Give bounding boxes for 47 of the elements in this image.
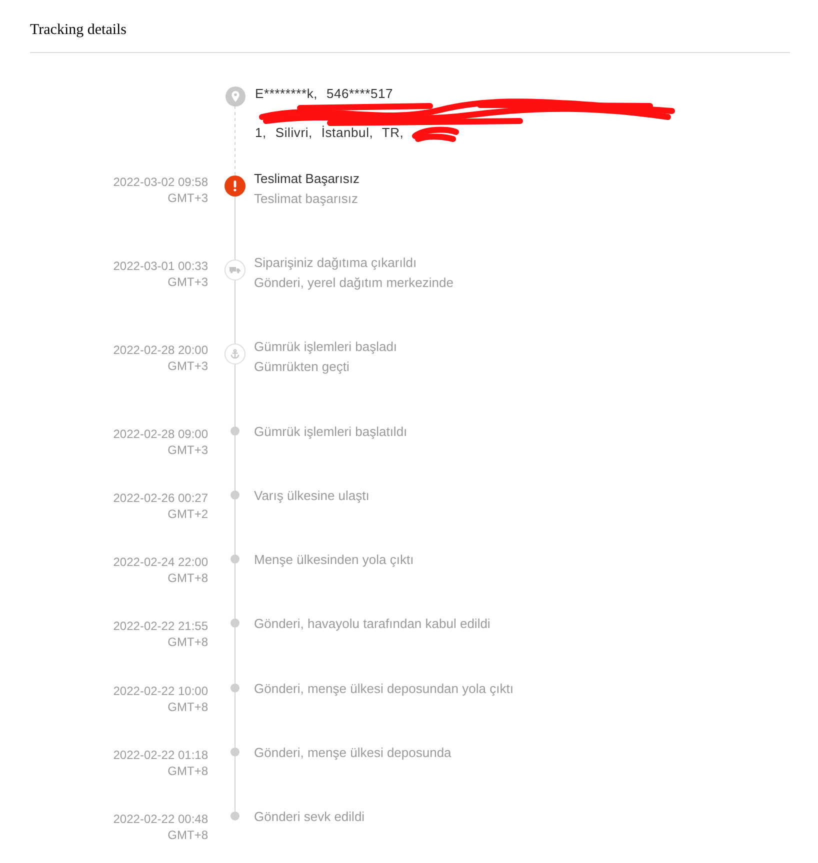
event-title: Gönderi, menşe ülkesi deposundan yola çıktı bbox=[254, 680, 514, 698]
event-title: Gönderi, menşe ülkesi deposunda bbox=[254, 744, 452, 762]
timestamp: 2022-02-22 00:48 GMT+8 bbox=[112, 811, 208, 843]
timestamp: 2022-02-28 20:00 GMT+3 bbox=[112, 342, 208, 374]
event-detail: Teslimat başarısız bbox=[254, 190, 358, 208]
dashed-timeline-line bbox=[234, 106, 236, 176]
timeline-dot bbox=[230, 747, 240, 757]
event-detail: Gümrükten geçti bbox=[254, 358, 350, 376]
timestamp: 2022-03-02 09:58 GMT+3 bbox=[112, 174, 208, 206]
timestamp: 2022-02-26 00:27 GMT+2 bbox=[112, 490, 208, 522]
address-text: 1, Silivri, İstanbul, TR, bbox=[255, 124, 404, 142]
timestamp: 2022-02-22 10:00 GMT+8 bbox=[112, 683, 208, 715]
timeline-dot bbox=[230, 811, 240, 821]
timeline-line bbox=[234, 692, 236, 748]
timeline-line bbox=[234, 364, 236, 427]
timeline-dot bbox=[230, 490, 240, 500]
event-title: Gümrük işlemleri başladı bbox=[254, 338, 398, 356]
timeline-line bbox=[234, 627, 236, 684]
event-title: Gönderi sevk edildi bbox=[254, 808, 365, 826]
event-title: Gönderi, havayolu tarafından kabul edildi bbox=[254, 615, 490, 633]
event-title: Teslimat Başarısız bbox=[254, 170, 360, 188]
timeline-dot bbox=[230, 683, 240, 693]
location-pin-icon bbox=[224, 86, 246, 106]
event-title: Siparişiniz dağıtıma çıkarıldı bbox=[254, 254, 417, 272]
timestamp: 2022-02-24 22:00 GMT+8 bbox=[112, 554, 208, 586]
section-title: Tracking details bbox=[30, 21, 127, 39]
timeline-line bbox=[234, 756, 236, 812]
timeline-line bbox=[234, 280, 236, 344]
timeline-line bbox=[234, 196, 236, 260]
event-title: Varış ülkesine ulaştı bbox=[254, 487, 370, 505]
timestamp: 2022-02-28 09:00 GMT+3 bbox=[112, 426, 208, 458]
timeline-line bbox=[234, 563, 236, 619]
anchor-icon bbox=[224, 343, 246, 365]
event-detail: Gönderi, yerel dağıtım merkezinde bbox=[254, 274, 454, 292]
timestamp: 2022-02-22 21:55 GMT+8 bbox=[112, 618, 208, 650]
timeline-dot bbox=[230, 426, 240, 436]
timeline-line bbox=[234, 435, 236, 491]
event-title: Gümrük işlemleri başlatıldı bbox=[254, 423, 408, 441]
timestamp: 2022-03-01 00:33 GMT+3 bbox=[112, 258, 208, 290]
event-title: Menşe ülkesinden yola çıktı bbox=[254, 551, 414, 569]
timeline-line bbox=[234, 499, 236, 555]
timeline-dot bbox=[230, 618, 240, 628]
timeline-dot bbox=[230, 554, 240, 564]
timestamp: 2022-02-22 01:18 GMT+8 bbox=[112, 747, 208, 779]
truck-icon bbox=[224, 259, 246, 281]
address-text: E********k, 546****517 bbox=[255, 85, 394, 103]
alert-icon bbox=[224, 175, 246, 197]
